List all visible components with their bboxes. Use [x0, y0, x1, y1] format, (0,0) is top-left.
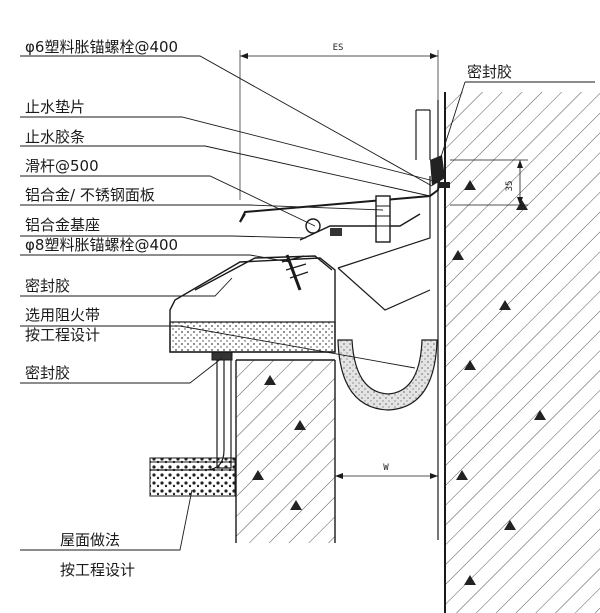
dimension-35: 35	[450, 159, 528, 206]
label-roof-method: 屋面做法	[60, 531, 120, 549]
label-cover-plate: 铝合金/ 不锈钢面板	[25, 186, 155, 204]
leader-lines	[20, 55, 595, 551]
label-waterstop-pad: 止水垫片	[25, 98, 85, 116]
right-concrete-wall	[415, 92, 600, 613]
dimension-w: W	[335, 463, 438, 479]
left-concrete-slab	[235, 359, 336, 543]
label-anchor-bolt-top: φ6塑料胀锚螺栓@400	[25, 38, 178, 56]
dimension-es: ES	[239, 43, 439, 200]
right-sealant	[430, 155, 450, 188]
label-sealant-low: 密封胶	[25, 364, 70, 382]
label-waterstop-strip: 止水胶条	[25, 128, 85, 146]
label-roof-note: 按工程设计	[60, 561, 135, 579]
dim-w-label: W	[383, 463, 389, 473]
label-fire-belt: 选用阻火带	[25, 306, 100, 324]
label-slide-bar: 滑杆@500	[25, 157, 99, 175]
roof-curb	[149, 347, 236, 497]
label-fire-belt-note: 按工程设计	[25, 326, 100, 344]
dim-es-label: ES	[333, 43, 344, 53]
label-anchor-bolt-mid: φ8塑料胀锚螺栓@400	[25, 236, 178, 254]
labels: φ6塑料胀锚螺栓@400 密封胶 止水垫片 止水胶条 滑杆@500 铝合金/ 不…	[25, 38, 512, 579]
label-base-seat: 铝合金基座	[25, 216, 100, 234]
dim-35-label: 35	[505, 181, 515, 192]
aluminum-base-seat	[169, 255, 336, 353]
fire-belt	[337, 339, 438, 411]
label-sealant-right: 密封胶	[467, 63, 512, 81]
label-sealant-mid: 密封胶	[25, 277, 70, 295]
